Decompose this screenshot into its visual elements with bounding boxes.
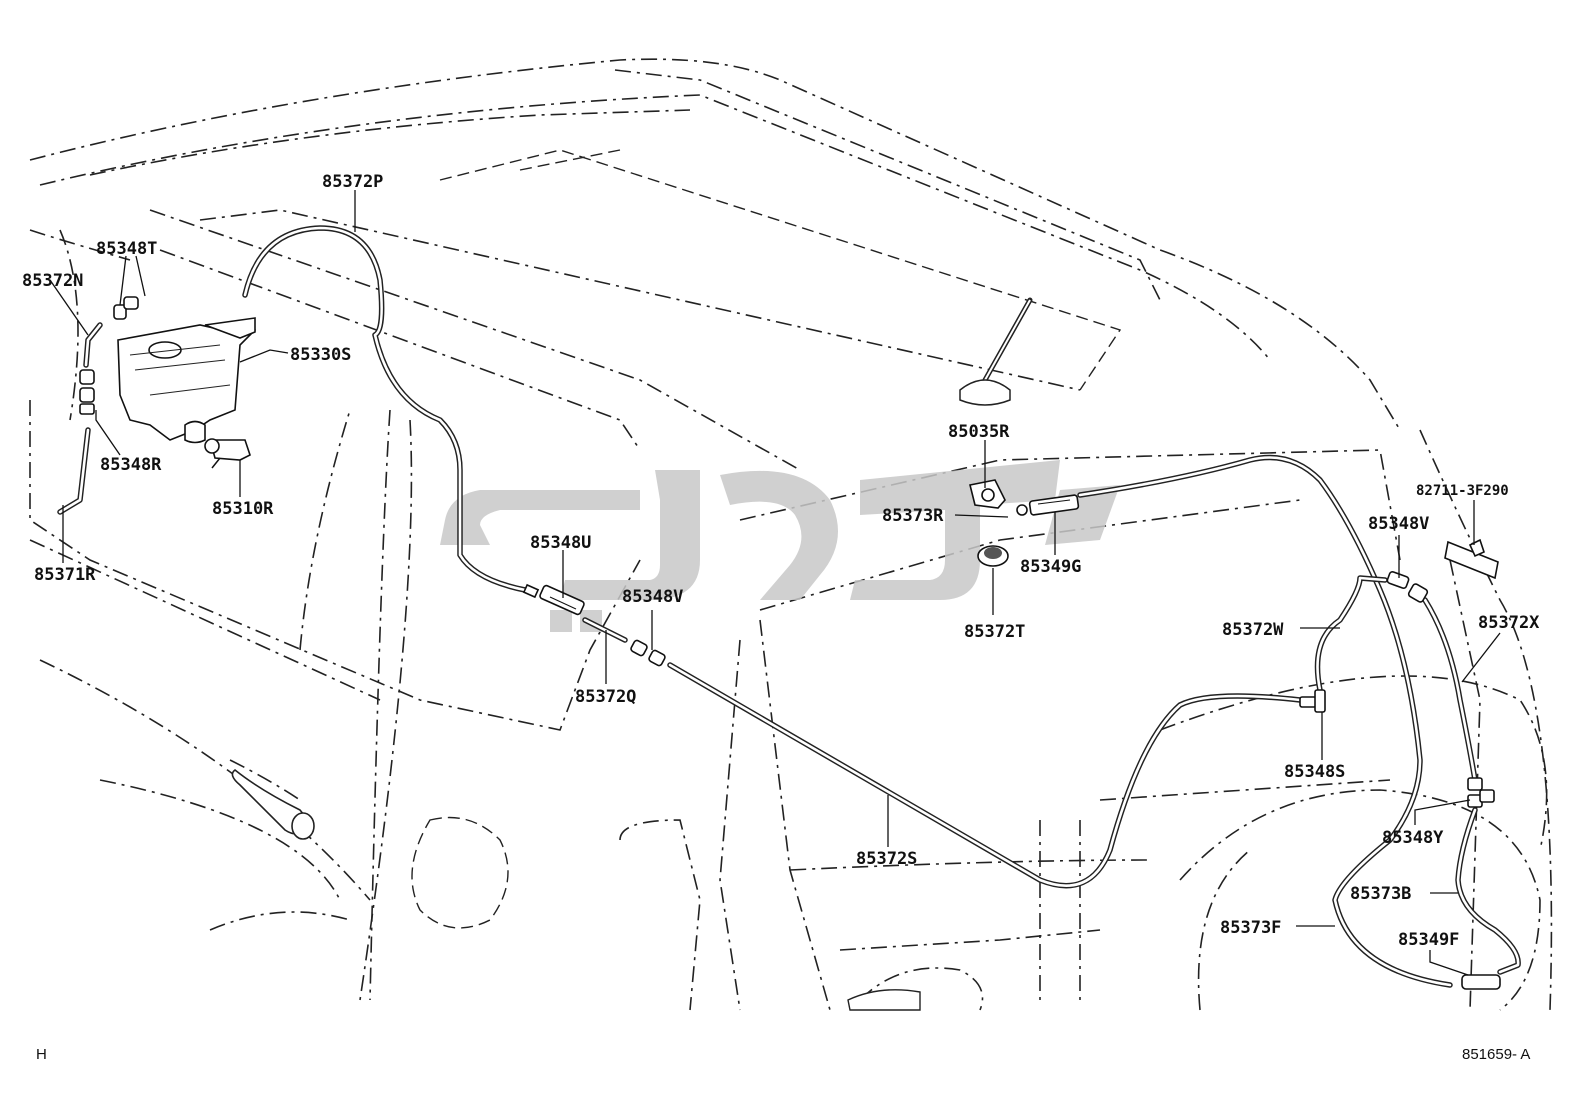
hose-85371R (57, 322, 103, 515)
label-85371R: 85371R (34, 565, 96, 585)
label-85310R: 85310R (212, 499, 274, 519)
label-85330S: 85330S (290, 345, 351, 365)
hose-85372S (667, 662, 1303, 889)
leader-lines (49, 190, 1501, 976)
label-85348V-rear: 85348V (1368, 514, 1429, 534)
diagram-reference-number: 851659- A (1462, 1046, 1530, 1063)
label-85348Y: 85348Y (1382, 828, 1444, 848)
nozzle-85035R (969, 479, 1006, 509)
label-85372Q: 85372Q (575, 687, 636, 707)
label-85349F: 85349F (1398, 930, 1459, 950)
label-85372X: 85372X (1478, 613, 1540, 633)
label-82711-3F290: 82711-3F290 (1416, 483, 1509, 499)
label-85348U: 85348U (530, 533, 591, 553)
label-85373R: 85373R (882, 506, 944, 526)
vehicle-outline (29, 58, 1553, 1011)
hose-85373R-rear (1077, 454, 1453, 988)
label-85348T: 85348T (96, 239, 157, 259)
label-85373B: 85373B (1350, 884, 1411, 904)
clip-82711 (1444, 538, 1499, 580)
door-handle (231, 768, 921, 1011)
hose-85372Q (582, 617, 628, 643)
washer-pump (204, 438, 251, 469)
washer-tank (117, 317, 256, 444)
watermark-logo (440, 460, 1120, 632)
label-85372P: 85372P (322, 172, 383, 192)
label-85349G: 85349G (1020, 557, 1081, 577)
label-85348S: 85348S (1284, 762, 1345, 782)
label-85373F: 85373F (1220, 918, 1281, 938)
label-85372S: 85372S (856, 849, 917, 869)
grommet-85372T (977, 545, 1009, 567)
label-85372N: 85372N (22, 271, 83, 291)
label-85348V-front: 85348V (622, 587, 683, 607)
part-labels: 85372P 85348T 85372N 85330S 85348R 85310… (22, 172, 1540, 950)
label-85035R: 85035R (948, 422, 1010, 442)
hose-85372P (242, 225, 528, 593)
hose-85373B (1455, 807, 1521, 975)
hose-85372X (1422, 597, 1478, 783)
joints (79, 296, 1501, 990)
antenna (959, 297, 1033, 406)
label-85372W: 85372W (1222, 620, 1284, 640)
label-85372T: 85372T (964, 622, 1025, 642)
label-85348R: 85348R (100, 455, 162, 475)
corner-marker-left: H (36, 1046, 47, 1063)
hose-85372W (1314, 575, 1388, 693)
